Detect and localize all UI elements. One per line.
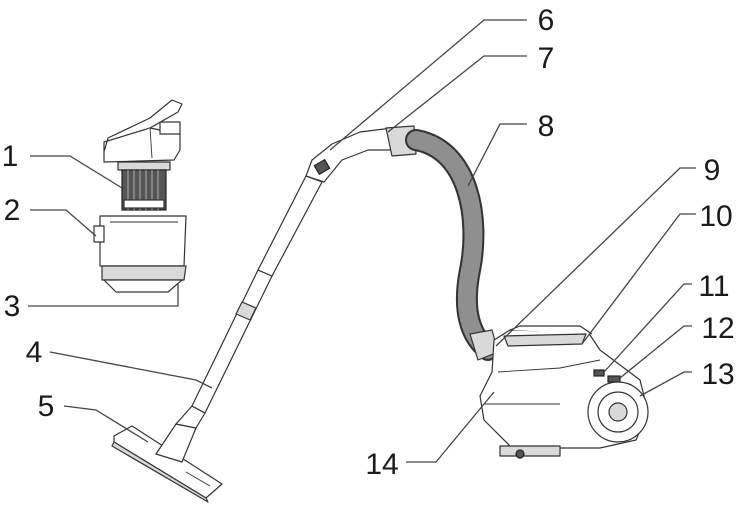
callout-11: 11 bbox=[698, 270, 729, 303]
callout-2: 2 bbox=[4, 194, 21, 227]
callout-8: 8 bbox=[538, 110, 555, 143]
callout-5: 5 bbox=[38, 390, 55, 423]
filter-cartridge-drawing bbox=[117, 161, 171, 211]
dust-container-lid-drawing bbox=[103, 99, 183, 163]
dust-container-body-drawing bbox=[93, 215, 187, 293]
floor-brush-drawing bbox=[111, 423, 223, 503]
callout-6: 6 bbox=[538, 4, 555, 37]
callout-13: 13 bbox=[701, 358, 734, 391]
callout-numbers: 1 2 3 4 5 6 7 8 9 10 11 12 13 14 bbox=[2, 4, 735, 481]
callout-14: 14 bbox=[365, 448, 398, 481]
handle-drawing bbox=[305, 125, 417, 183]
callout-10: 10 bbox=[699, 200, 732, 233]
main-body-drawing bbox=[479, 325, 649, 459]
callout-9: 9 bbox=[704, 154, 721, 187]
callout-7: 7 bbox=[538, 42, 555, 75]
leader-lines bbox=[28, 19, 696, 463]
callout-12: 12 bbox=[701, 312, 734, 345]
callout-1: 1 bbox=[2, 140, 19, 173]
flexible-hose-drawing bbox=[405, 129, 499, 361]
callout-3: 3 bbox=[4, 290, 21, 323]
telescopic-tube-drawing bbox=[175, 175, 323, 429]
callout-4: 4 bbox=[26, 336, 43, 369]
